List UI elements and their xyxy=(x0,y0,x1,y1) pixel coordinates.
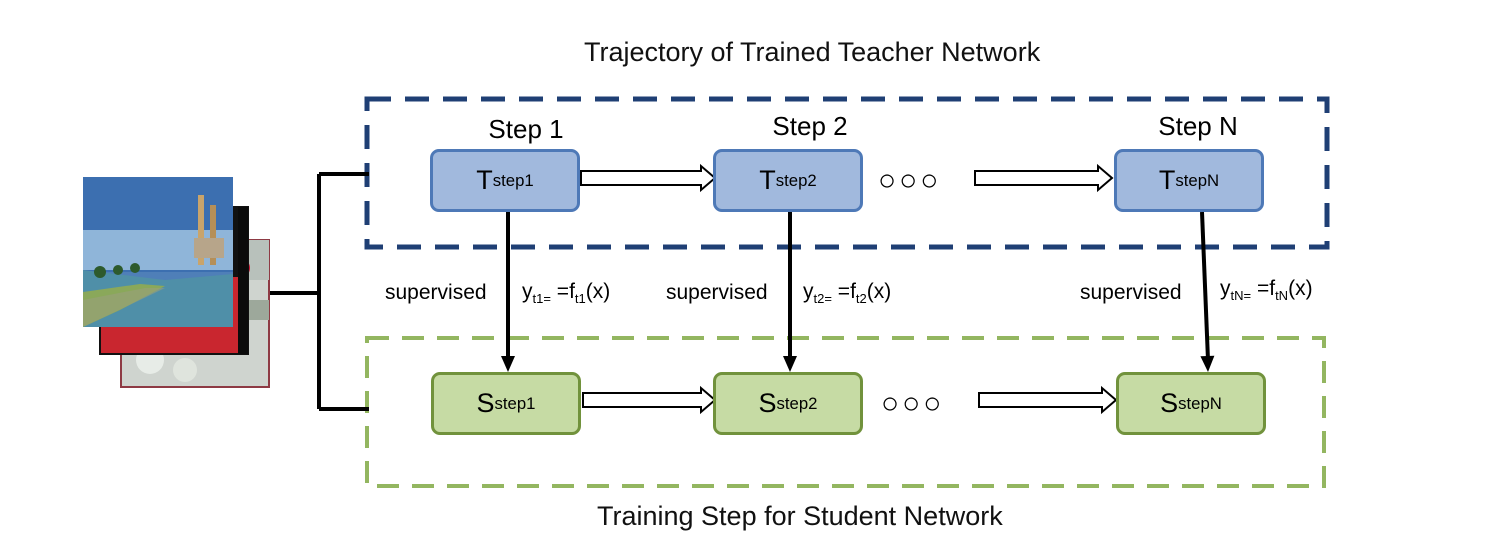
eq-arg: (x) xyxy=(866,280,892,303)
teacher-ellipsis: ○○○ xyxy=(878,164,942,197)
equation-step1: yt1= =ft1(x) xyxy=(522,280,610,306)
student-flow-arrow-2 xyxy=(978,385,1118,415)
student-node-sub: step1 xyxy=(494,393,536,413)
eq-f: =f xyxy=(831,280,856,303)
teacher-node-sub: step1 xyxy=(492,170,534,190)
student-flow-arrow-1 xyxy=(582,385,717,415)
eq-arg: (x) xyxy=(1288,277,1313,300)
teacher-node-main: T xyxy=(476,165,493,195)
eq-y: y xyxy=(522,280,533,303)
eq-arg: (x) xyxy=(585,280,611,303)
teacher-title: Trajectory of Trained Teacher Network xyxy=(584,37,1041,67)
supervision-arrows xyxy=(501,211,1215,372)
teacher-node-sub: step2 xyxy=(775,170,817,190)
step-label-1: Step 1 xyxy=(488,114,564,144)
student-group-border xyxy=(365,336,1326,488)
eq-f: =f xyxy=(550,280,575,303)
eq-f-sub: t1 xyxy=(574,290,586,306)
equation-step2: yt2= =ft2(x) xyxy=(803,280,891,306)
student-ellipsis: ○○○ xyxy=(881,387,945,420)
student-node-sub: stepN xyxy=(1178,393,1222,413)
supervision-arrow-1 xyxy=(501,212,515,372)
student-node-main: S xyxy=(1160,388,1179,418)
student-node-sub: step2 xyxy=(776,393,818,413)
eq-y: y xyxy=(1220,277,1231,300)
teacher-node-sub: stepN xyxy=(1175,170,1220,190)
student-title: Training Step for Student Network xyxy=(597,501,1003,531)
flow-arrows xyxy=(580,163,1118,415)
student-node-main: S xyxy=(476,388,495,418)
student-node-main: S xyxy=(758,388,777,418)
eq-y-sub: t2= xyxy=(813,290,832,306)
eq-y: y xyxy=(803,280,814,303)
teacher-node-main: T xyxy=(759,165,776,195)
step-label-2: Step 2 xyxy=(772,111,848,141)
input-bracket xyxy=(270,172,369,411)
teacher-flow-arrow-1 xyxy=(580,163,717,193)
step-label-n: Step N xyxy=(1158,111,1238,141)
eq-y-sub: tN= xyxy=(1230,287,1252,303)
eq-f-sub: t2 xyxy=(855,290,867,306)
eq-f: =f xyxy=(1251,277,1276,300)
supervised-label-n: supervised xyxy=(1080,281,1182,304)
supervised-label-2: supervised xyxy=(666,281,768,304)
teacher-node-main: T xyxy=(1158,165,1176,195)
input-image-stack-icon xyxy=(83,177,270,388)
supervised-label-1: supervised xyxy=(385,281,487,304)
teacher-flow-arrow-2 xyxy=(974,163,1114,193)
eq-f-sub: tN xyxy=(1275,287,1289,303)
equation-stepn: ytN= =ftN(x) xyxy=(1220,277,1313,303)
supervision-arrow-2 xyxy=(783,212,797,372)
supervision-arrow-n xyxy=(1200,211,1215,372)
eq-y-sub: t1= xyxy=(532,290,551,306)
